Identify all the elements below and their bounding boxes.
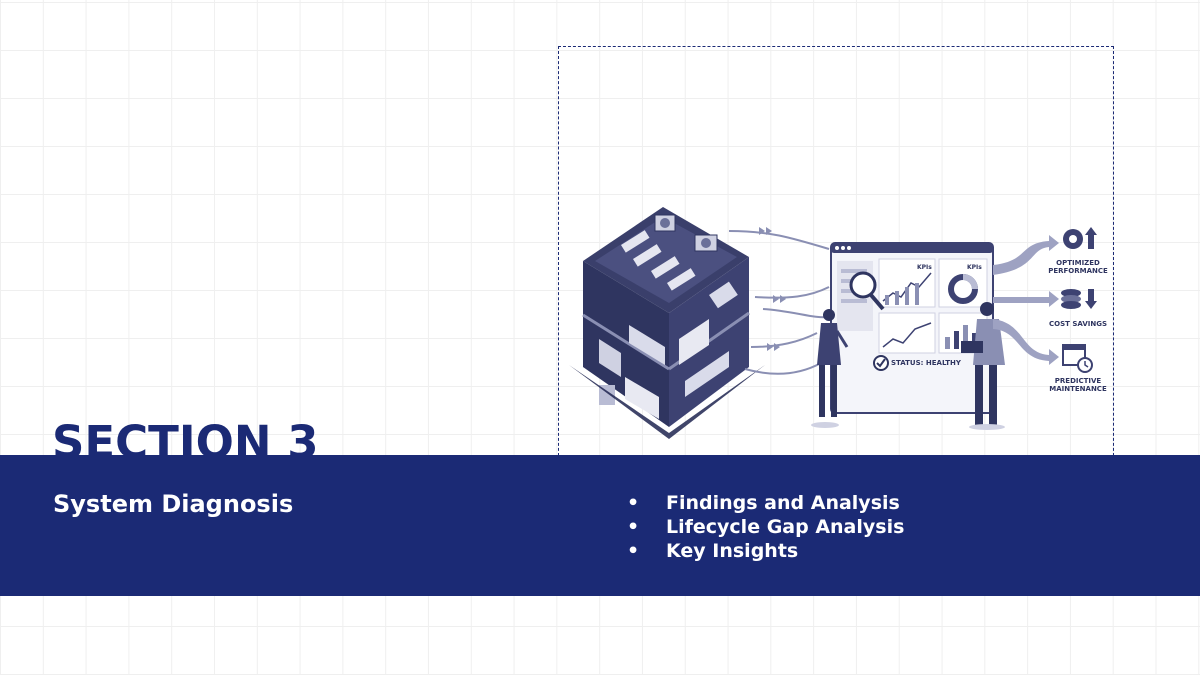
coins-down-arrow-icon — [1061, 289, 1097, 309]
bullet-icon: • — [627, 516, 640, 538]
building-analytics-illustration: KPIs KPIs — [569, 207, 1108, 439]
topic-item: • Lifecycle Gap Analysis — [627, 515, 904, 539]
isometric-building — [569, 207, 765, 439]
topic-item: • Findings and Analysis — [627, 491, 904, 515]
flow-chevrons — [759, 227, 786, 351]
dashboard-screen: KPIs KPIs — [830, 242, 994, 414]
outcome-arrows — [993, 235, 1059, 365]
bullet-icon: • — [627, 492, 640, 514]
analyst-man — [961, 302, 1005, 430]
outcome-label: PREDICTIVE — [1055, 377, 1102, 385]
outcome-label: OPTIMIZED — [1056, 259, 1100, 267]
topic-label: Key Insights — [666, 540, 799, 562]
gear-up-arrow-icon — [1063, 227, 1097, 249]
illustration-frame[interactable]: KPIs KPIs — [558, 46, 1114, 466]
status-text: STATUS: HEALTHY — [891, 359, 962, 367]
section-band — [0, 455, 1200, 596]
analyst-woman — [811, 309, 849, 428]
calendar-clock-icon — [1062, 344, 1093, 373]
section-subtitle: System Diagnosis — [53, 490, 294, 518]
outcome-label: PERFORMANCE — [1048, 267, 1108, 275]
topic-item: • Key Insights — [627, 539, 904, 563]
topic-label: Lifecycle Gap Analysis — [666, 516, 905, 538]
outcome-label: MAINTENANCE — [1049, 385, 1107, 393]
kpi-label: KPIs — [917, 264, 932, 271]
kpi-label: KPIs — [967, 264, 982, 271]
outcome-label: COST SAVINGS — [1049, 320, 1107, 328]
topic-list: • Findings and Analysis • Lifecycle Gap … — [627, 491, 904, 563]
topic-label: Findings and Analysis — [666, 492, 900, 514]
bullet-icon: • — [627, 540, 640, 562]
